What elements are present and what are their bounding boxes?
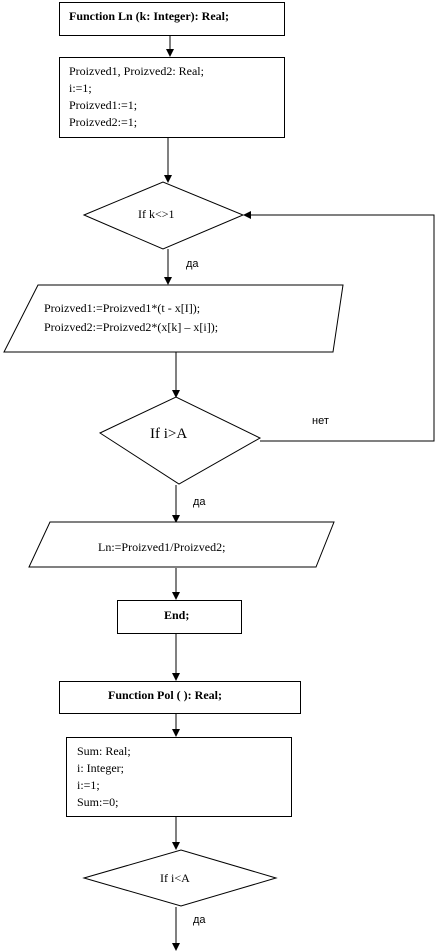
- no-label: нет: [312, 415, 329, 427]
- ln-result-text: Ln:=Proizved1/Proizved2;: [98, 540, 226, 554]
- cond-i-gt-a-text: If i>A: [150, 426, 188, 442]
- pol-vars-line-4: Sum:=0;: [77, 795, 119, 809]
- ln-vars-line-4: Proizved2:=1;: [69, 115, 138, 129]
- io-calc-products: [3, 284, 344, 353]
- pol-header-text: Function Pol ( ): Real;: [108, 688, 222, 702]
- pol-vars-box: [66, 737, 292, 817]
- decision-i-lt-a: [82, 849, 278, 907]
- calc-line-2: Proizved2:=Proizved2*(x[k] – x[i]);: [44, 320, 219, 334]
- ln-vars-line-1: Proizved1, Proizved2: Real;: [69, 64, 204, 78]
- pol-vars-line-2: i: Integer;: [77, 761, 124, 775]
- cond-i-lt-a-text: If i<A: [160, 871, 190, 885]
- ln-vars-box: [59, 57, 285, 138]
- yes-label-2: да: [193, 496, 206, 508]
- yes-label-1: да: [186, 258, 199, 270]
- pol-header-box: [59, 681, 301, 714]
- ln-vars-line-3: Proizved1:=1;: [69, 98, 138, 112]
- pol-vars-line-3: i:=1;: [77, 778, 100, 792]
- io-ln-result: [28, 521, 335, 568]
- decision-i-gt-a: [98, 396, 262, 485]
- pol-vars-line-1: Sum: Real;: [77, 744, 131, 758]
- cond-k-text: If k<>1: [138, 207, 175, 221]
- ln-header-box: [59, 2, 285, 36]
- calc-line-1: Proizved1:=Proizved1*(t - x[I]);: [44, 301, 201, 315]
- ln-vars-line-2: i:=1;: [69, 81, 92, 95]
- end-text: End;: [164, 608, 190, 622]
- decision-k-not-1: [82, 181, 245, 250]
- end-box: [117, 600, 242, 634]
- yes-label-3: да: [193, 914, 206, 926]
- loop-back-arrow: [243, 211, 435, 442]
- ln-header-text: Function Ln (k: Integer): Real;: [69, 9, 229, 23]
